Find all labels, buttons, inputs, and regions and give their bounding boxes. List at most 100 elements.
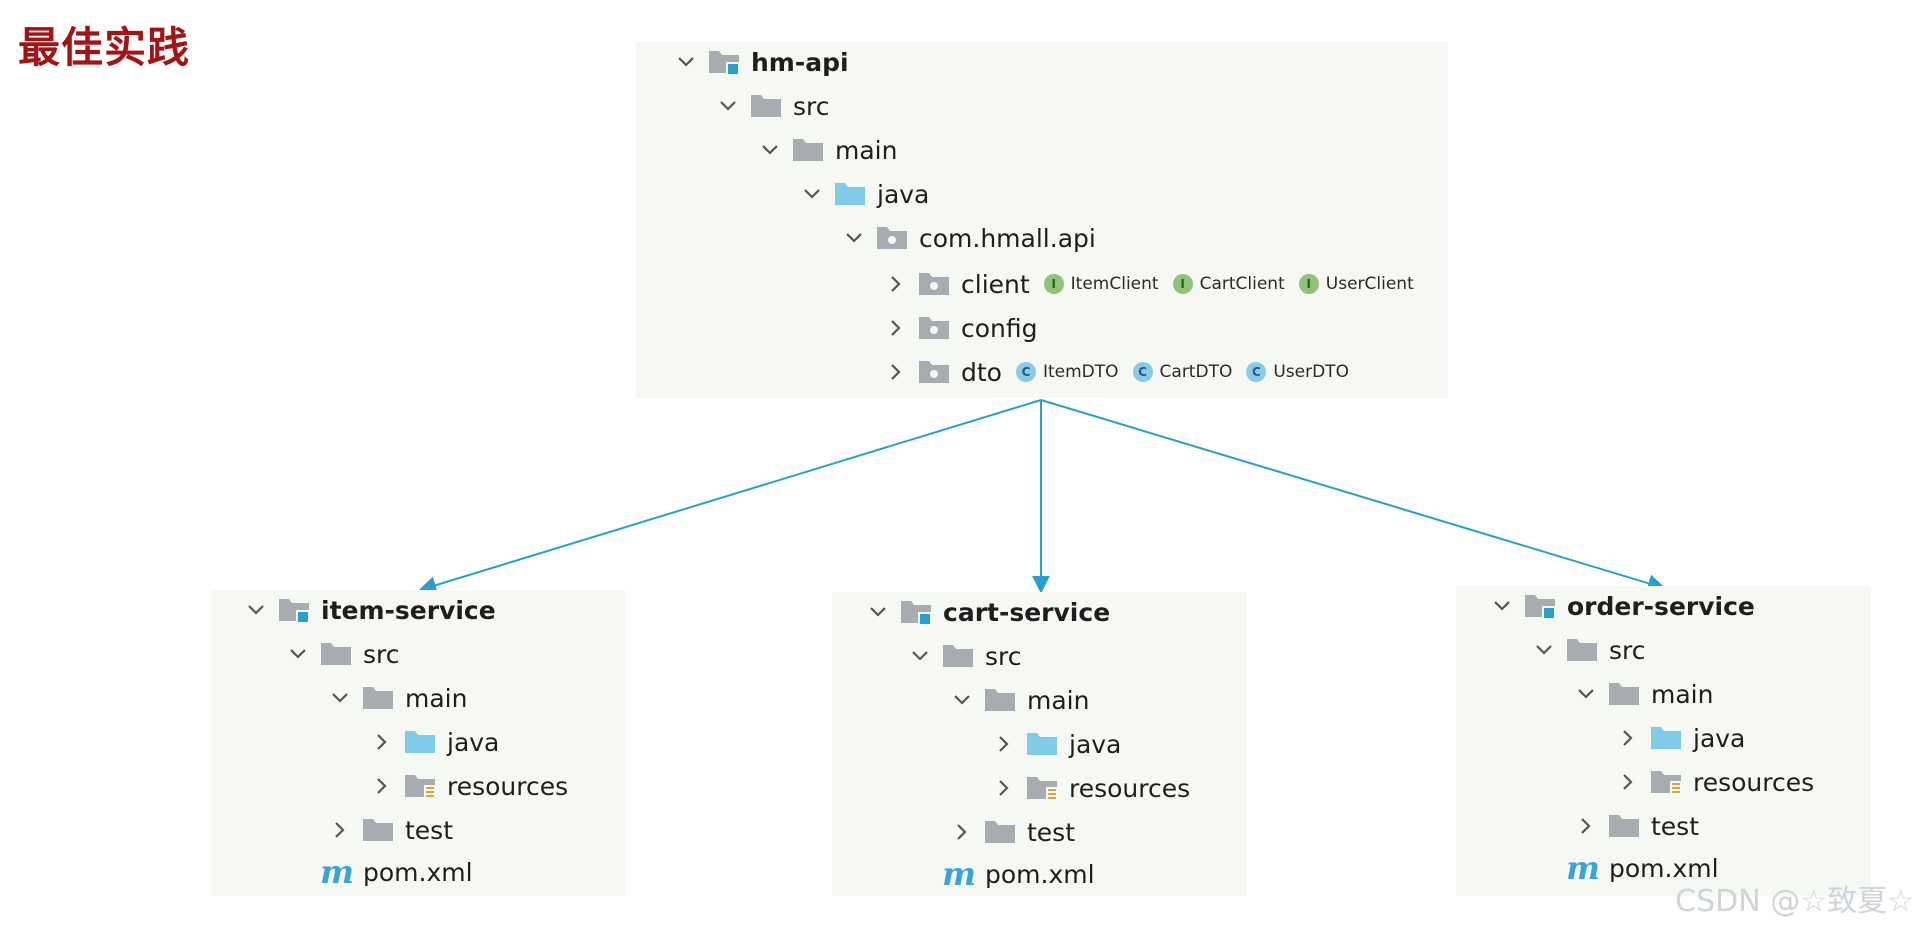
tree-node-label: pom.xml <box>985 859 1095 889</box>
chevron-down-icon[interactable] <box>718 96 738 116</box>
tree-node-test[interactable]: test <box>1576 806 1699 846</box>
class-item[interactable]: C UserDTO <box>1246 362 1349 382</box>
chevron-down-icon[interactable] <box>844 228 864 248</box>
chevron-right-icon[interactable] <box>994 734 1014 754</box>
class-icon: C <box>1132 362 1153 382</box>
tree-node-module[interactable]: item-service <box>246 590 496 630</box>
chevron-right-icon[interactable] <box>886 274 906 294</box>
folder-icon <box>750 92 784 120</box>
folder-icon <box>1608 680 1642 708</box>
chevron-right-icon[interactable] <box>886 318 906 338</box>
chevron-down-icon[interactable] <box>952 690 972 710</box>
class-name: ItemDTO <box>1042 362 1119 382</box>
chevron-down-icon[interactable] <box>246 600 266 620</box>
interface-icon: I <box>1043 274 1064 294</box>
tree-node-resources[interactable]: resources <box>372 766 568 806</box>
chevron-down-icon[interactable] <box>910 646 930 666</box>
tree-node-test[interactable]: test <box>330 810 453 850</box>
tree-node-java[interactable]: java <box>802 174 929 214</box>
folder-icon <box>1608 812 1642 840</box>
tree-node-label: cart-service <box>943 597 1111 627</box>
tree-node-main[interactable]: main <box>330 678 467 718</box>
chevron-right-icon[interactable] <box>1618 772 1638 792</box>
hm-api-tree-panel: hm-api src main java com.hmall.api clien… <box>636 42 1448 398</box>
chevron-right-icon[interactable] <box>952 822 972 842</box>
source-folder-icon <box>1026 730 1060 758</box>
tree-node-label: src <box>363 639 400 669</box>
interface-icon: I <box>1298 274 1319 294</box>
package-icon <box>876 224 910 252</box>
source-folder-icon <box>834 180 868 208</box>
tree-node-main[interactable]: main <box>760 130 897 170</box>
class-name: UserDTO <box>1273 362 1349 382</box>
class-icon: C <box>1246 362 1267 382</box>
module-name: hm-api <box>751 47 849 77</box>
chevron-down-icon[interactable] <box>676 52 696 72</box>
tree-node-label: pom.xml <box>1609 853 1719 883</box>
chevron-right-icon[interactable] <box>886 362 906 382</box>
chevron-right-icon[interactable] <box>994 778 1014 798</box>
tree-node-label: resources <box>1069 773 1191 803</box>
chevron-down-icon[interactable] <box>288 644 308 664</box>
tree-node-module[interactable]: cart-service <box>868 592 1110 632</box>
chevron-right-icon[interactable] <box>330 820 350 840</box>
tree-node-label: src <box>985 641 1022 671</box>
tree-node-package[interactable]: com.hmall.api <box>844 218 1096 258</box>
chevron-down-icon[interactable] <box>802 184 822 204</box>
chevron-right-icon[interactable] <box>1576 816 1596 836</box>
tree-node-java[interactable]: java <box>372 722 499 762</box>
tree-node-java[interactable]: java <box>1618 718 1745 758</box>
interface-icon: I <box>1172 274 1193 294</box>
tree-node-test[interactable]: test <box>952 812 1075 852</box>
tree-node-config[interactable]: config <box>886 308 1038 348</box>
tree-node-main[interactable]: main <box>1576 674 1713 714</box>
tree-node-label: test <box>1651 811 1700 841</box>
resources-folder-icon <box>1650 768 1684 796</box>
chevron-down-icon[interactable] <box>1576 684 1596 704</box>
package-icon <box>918 314 952 342</box>
folder-icon <box>942 642 976 670</box>
tree-node-src[interactable]: src <box>1534 630 1646 670</box>
chevron-spacer <box>910 864 930 884</box>
chevron-right-icon[interactable] <box>372 732 392 752</box>
class-item[interactable]: C ItemDTO <box>1015 362 1119 382</box>
tree-node-src[interactable]: src <box>910 636 1022 676</box>
resources-folder-icon <box>404 772 438 800</box>
chevron-down-icon[interactable] <box>760 140 780 160</box>
package-label: dto <box>961 357 1002 387</box>
class-icon: C <box>1015 362 1036 382</box>
chevron-down-icon[interactable] <box>330 688 350 708</box>
tree-node-hm-api[interactable]: hm-api <box>676 42 849 82</box>
chevron-down-icon[interactable] <box>1492 596 1512 616</box>
chevron-down-icon[interactable] <box>1534 640 1554 660</box>
module-folder-icon <box>900 598 934 626</box>
chevron-down-icon[interactable] <box>868 602 888 622</box>
tree-node-main[interactable]: main <box>952 680 1089 720</box>
tree-node-resources[interactable]: resources <box>1618 762 1814 802</box>
tree-node-resources[interactable]: resources <box>994 768 1190 808</box>
folder-icon <box>984 818 1018 846</box>
package-icon <box>918 270 952 298</box>
chevron-right-icon[interactable] <box>1618 728 1638 748</box>
tree-node-src[interactable]: src <box>718 86 830 126</box>
folder-icon <box>362 684 396 712</box>
package-label: client <box>961 269 1030 299</box>
folder-icon <box>1566 636 1600 664</box>
tree-node-src[interactable]: src <box>288 634 400 674</box>
tree-node-label: java <box>447 727 500 757</box>
chevron-spacer <box>1534 858 1554 878</box>
tree-node-java[interactable]: java <box>994 724 1121 764</box>
tree-node-module[interactable]: order-service <box>1492 586 1755 626</box>
chevron-right-icon[interactable] <box>372 776 392 796</box>
